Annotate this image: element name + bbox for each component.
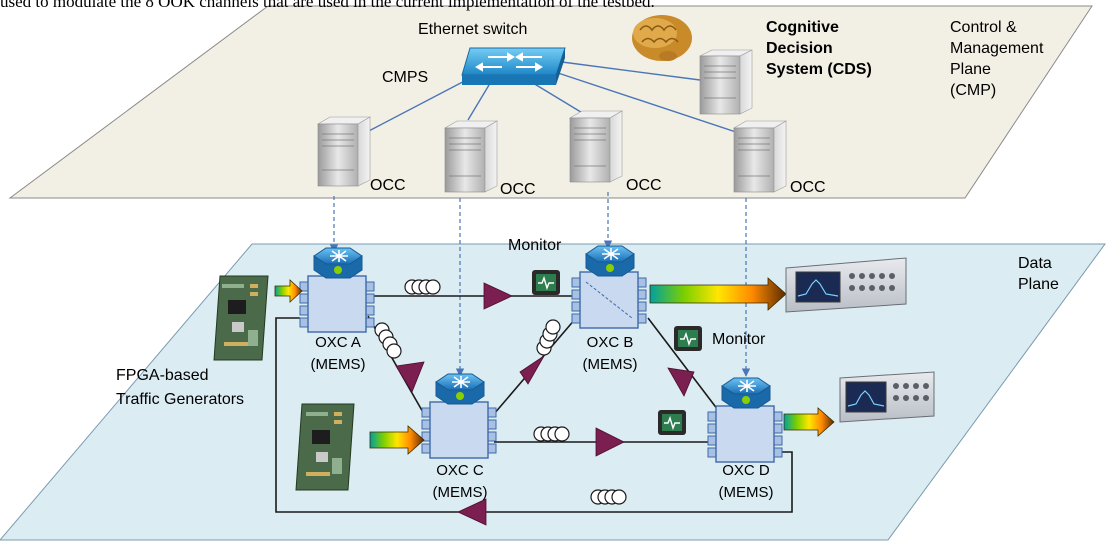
brain-icon <box>632 15 692 61</box>
occ-server-4-icon <box>732 120 788 193</box>
oxc-c-name: OXC C <box>436 462 484 479</box>
oxc-b-name: OXC B <box>586 334 634 351</box>
fpga-board-1-icon <box>213 275 269 361</box>
cds-server-icon <box>699 49 753 115</box>
oxc-d-type: (MEMS) <box>718 484 774 501</box>
cmp-title-line3: Plane <box>950 61 991 78</box>
oxc-a-icon <box>299 247 375 333</box>
cmp-title-line1: Control & <box>950 19 1017 36</box>
control-plane <box>8 5 1093 199</box>
cmp-title-line2: Management <box>950 40 1044 57</box>
oxc-d-icon <box>707 377 783 463</box>
occ-server-3-icon <box>568 110 624 183</box>
data-plane-title-line1: Data <box>1018 255 1052 272</box>
cds-label-line1: Cognitive <box>766 19 839 36</box>
occ-server-1-icon <box>316 116 372 187</box>
occ-label-3: OCC <box>626 177 662 194</box>
data-plane-title-line2: Plane <box>1018 276 1059 293</box>
amplifier-icons <box>395 282 695 526</box>
occ-server-2-icon <box>443 120 499 193</box>
fiber-spools <box>374 279 627 505</box>
cmp-title-line4: (CMP) <box>950 82 997 99</box>
fpga-label-line1: FPGA-based <box>116 367 209 384</box>
oxc-b-type: (MEMS) <box>582 356 638 373</box>
occ-label-2: OCC <box>500 181 536 198</box>
monitor-label-2: Monitor <box>712 331 766 348</box>
optical-spectrum-analyzer-2-icon <box>839 371 935 423</box>
ethernet-switch-icon <box>461 47 566 85</box>
control-to-oxc-links <box>329 192 751 377</box>
cds-label-line2: Decision <box>766 40 833 57</box>
occ-label-1: OCC <box>370 177 406 194</box>
oxc-a-type: (MEMS) <box>310 356 366 373</box>
caption-partial: used to modulate the 8 OOK channels that… <box>0 0 655 11</box>
occ-label-4: OCC <box>790 179 826 196</box>
oxc-d-name: OXC D <box>722 462 770 479</box>
monitor-label-1: Monitor <box>508 237 562 254</box>
ethernet-switch-label: Ethernet switch <box>418 21 528 38</box>
cds-label-line3: System (CDS) <box>766 61 872 78</box>
oxc-a-name: OXC A <box>315 334 361 351</box>
oxc-c-type: (MEMS) <box>432 484 488 501</box>
oxc-c-icon <box>421 373 497 459</box>
monitor-icons <box>532 270 702 435</box>
oxc-b-icon <box>571 245 647 329</box>
wdm-signal-arrows <box>274 277 835 455</box>
fpga-board-2-icon <box>295 403 355 491</box>
fiber-links <box>275 295 793 513</box>
fpga-label-line2: Traffic Generators <box>116 391 245 408</box>
optical-spectrum-analyzer-1-icon <box>785 257 907 313</box>
cmps-label: CMPS <box>382 69 429 86</box>
